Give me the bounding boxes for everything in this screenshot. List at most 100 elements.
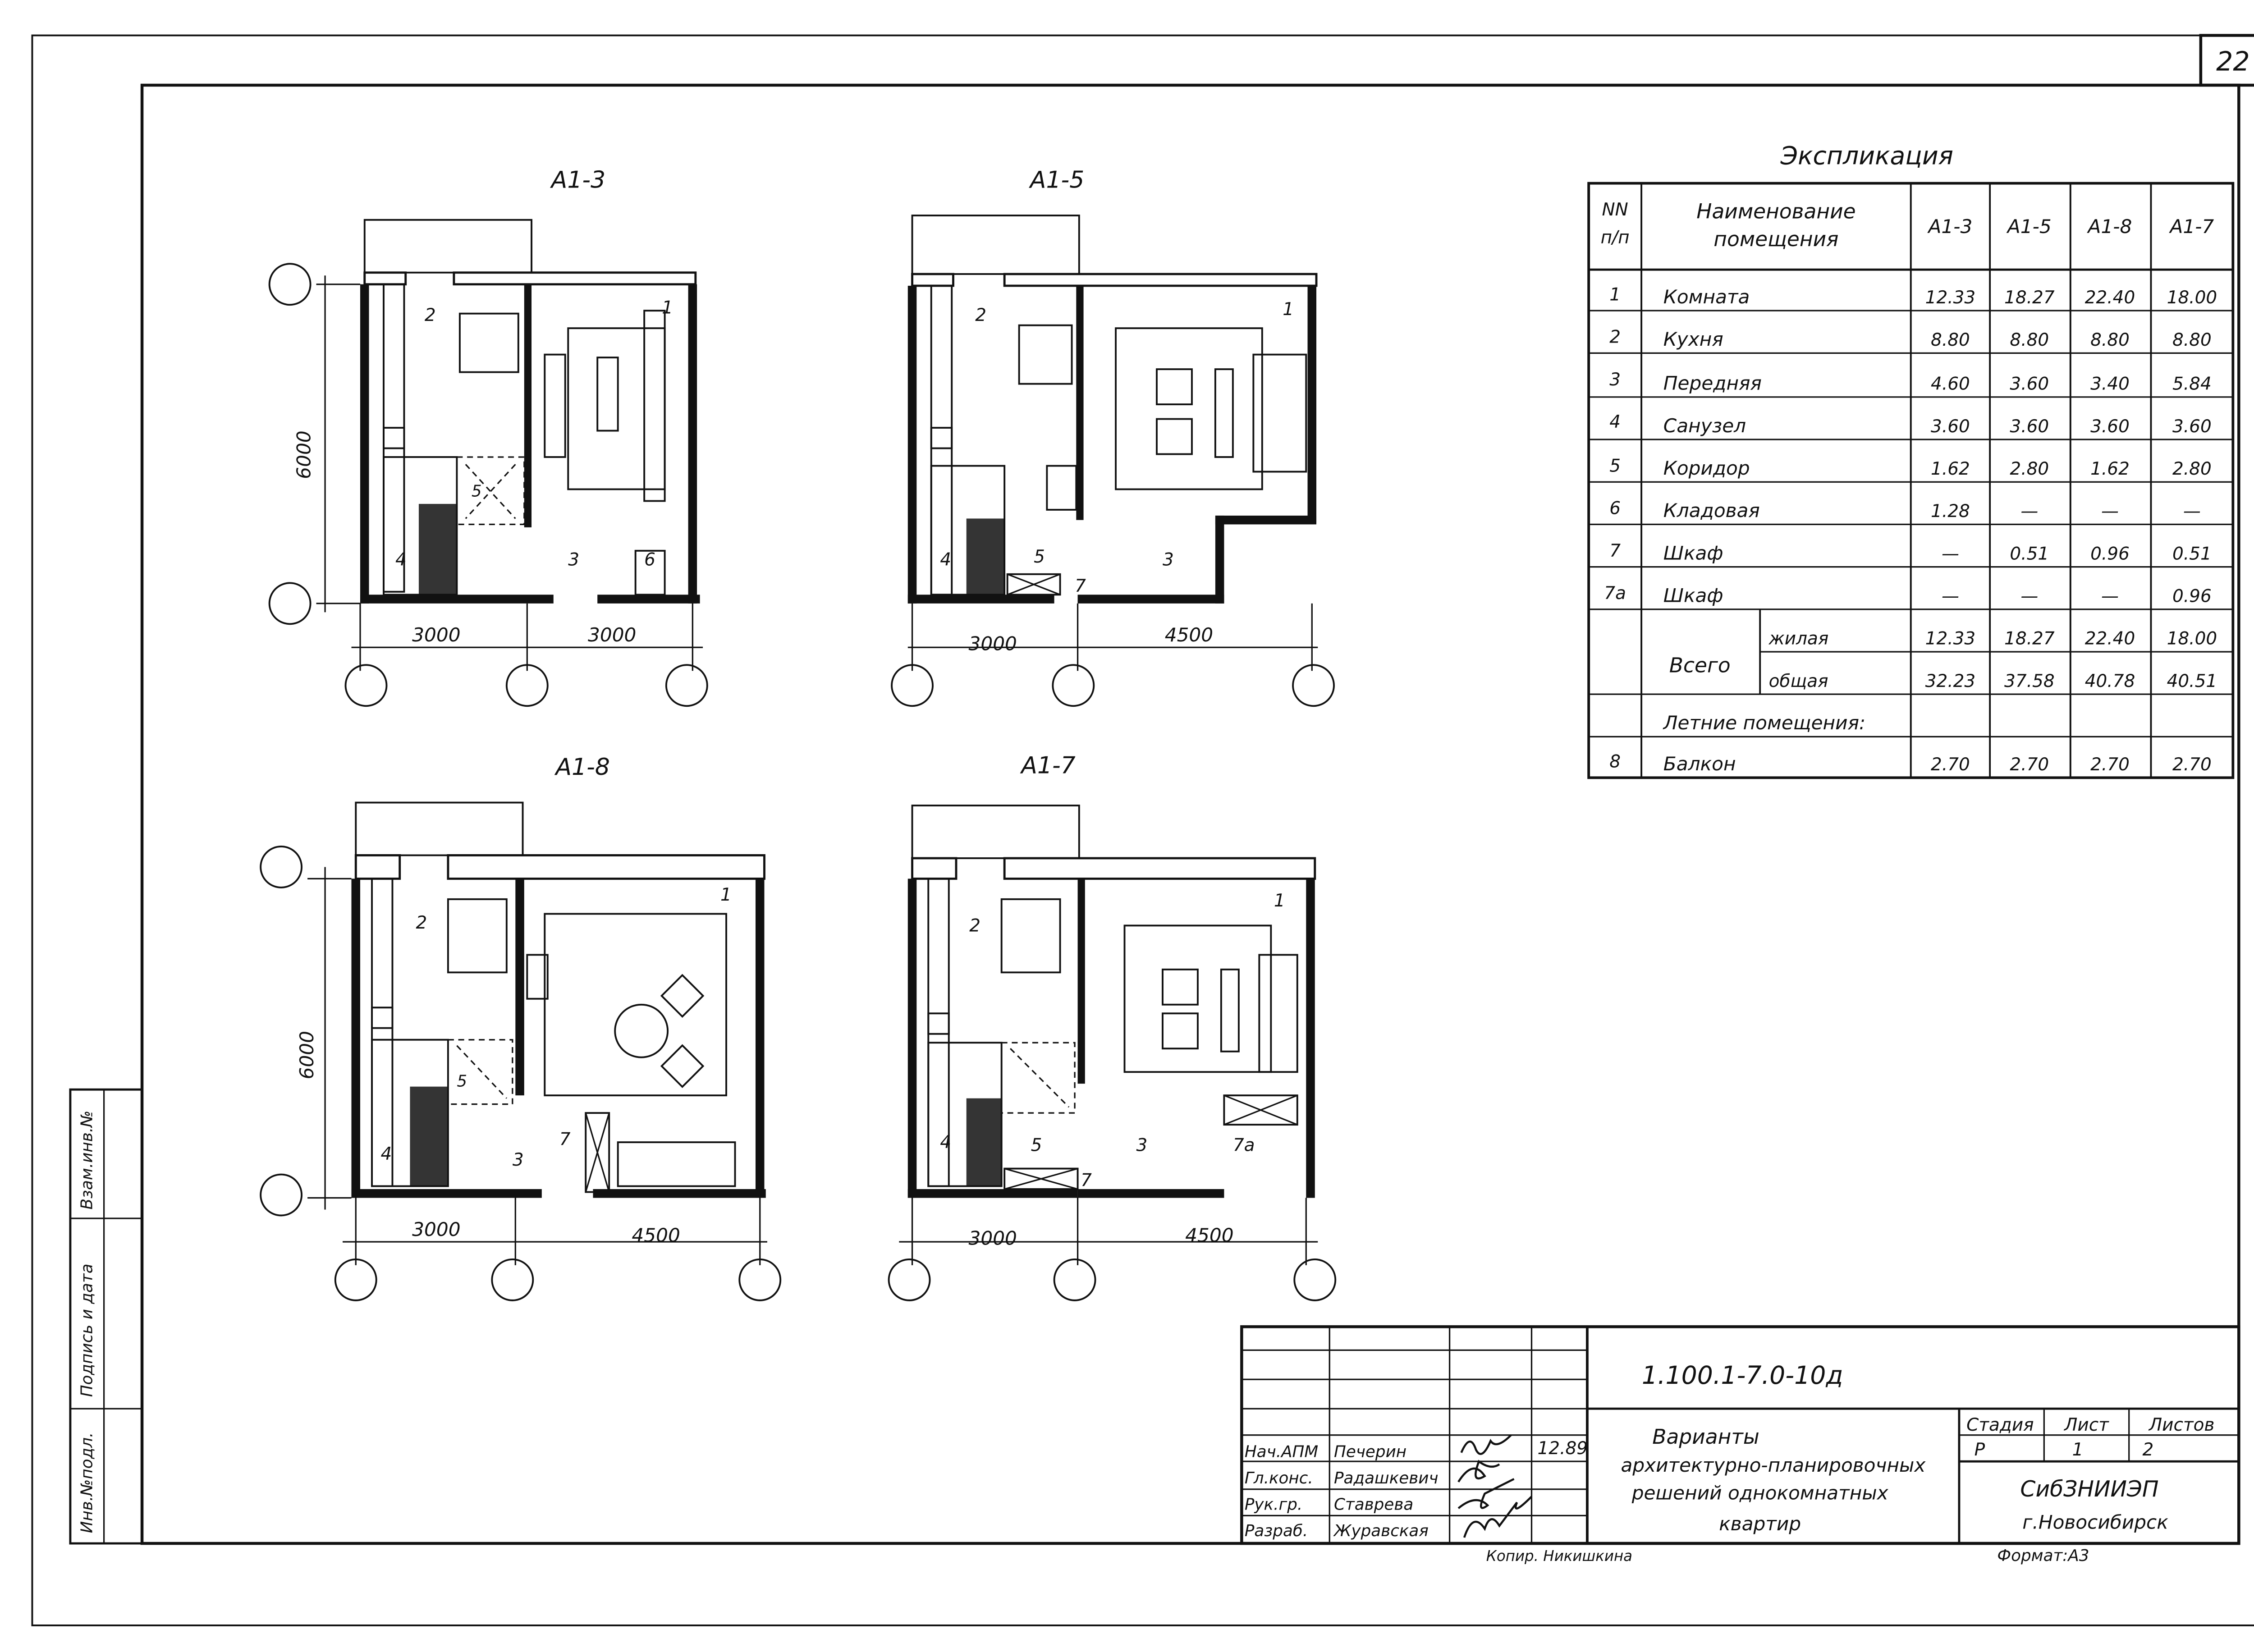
organization: СибЗНИИЭП xyxy=(2020,1477,2158,1502)
svg-text:—: — xyxy=(2183,501,2201,522)
room-3: 3 xyxy=(1136,1135,1148,1156)
table-row: общая 32.23 37.58 40.78 40.51 xyxy=(1769,671,2217,691)
header-num-2: п/п xyxy=(1601,228,1630,248)
side-stamp-inv: Инв.№подл. xyxy=(78,1432,96,1533)
room-7a: 7а xyxy=(1233,1135,1255,1156)
side-stamp-replace: Взам.инв.№ xyxy=(78,1111,96,1210)
svg-text:18.00: 18.00 xyxy=(2167,629,2217,649)
svg-text:—: — xyxy=(2020,586,2038,607)
sheet-number-box xyxy=(2199,34,2254,87)
svg-text:3.60: 3.60 xyxy=(2010,416,2049,437)
svg-text:Шкаф: Шкаф xyxy=(1663,585,1723,607)
header-type-4: А1-7 xyxy=(2168,215,2214,238)
stage-header: Стадия xyxy=(1966,1415,2034,1435)
sheet-value: 1 xyxy=(2072,1440,2084,1460)
room-3: 3 xyxy=(1163,549,1174,570)
city: г.Новосибирск xyxy=(2022,1511,2168,1533)
svg-text:12.33: 12.33 xyxy=(1925,629,1976,649)
svg-text:22.40: 22.40 xyxy=(2085,288,2135,308)
svg-text:0.96: 0.96 xyxy=(2172,586,2212,607)
title-line-4: квартир xyxy=(1719,1513,1801,1535)
dim-h-1: 3000 xyxy=(412,624,460,646)
svg-text:0.51: 0.51 xyxy=(2010,544,2049,564)
table-row: 8 Балкон 2.70 2.70 2.70 2.70 xyxy=(1609,752,2212,775)
svg-text:Кладовая: Кладовая xyxy=(1663,499,1760,522)
plan-label: А1-7 xyxy=(1020,752,1075,779)
plan-a1-3: А1-3 6000 3000 3000 xyxy=(268,166,708,707)
table-row: 4 Санузел 3.60 3.60 3.60 3.60 xyxy=(1609,412,2212,437)
room-7: 7 xyxy=(1081,1171,1092,1191)
title-line-3: решений однокомнатных xyxy=(1631,1482,1889,1504)
svg-text:—: — xyxy=(2101,501,2119,522)
svg-text:3.60: 3.60 xyxy=(2090,416,2130,437)
svg-text:3.60: 3.60 xyxy=(1931,416,1970,437)
table-row: 6 Кладовая 1.28 — — — xyxy=(1609,499,2201,522)
plan-a1-8: А1-8 6000 3000 4500 xyxy=(260,754,782,1301)
paper-format: Формат:А3 xyxy=(1997,1547,2089,1565)
signature-1 xyxy=(1460,1434,1512,1455)
title-block: 1.100.1-7.0-10д Нач.АПМ Гл.конс. Рук.гр.… xyxy=(1240,1325,2240,1565)
svg-text:40.78: 40.78 xyxy=(2085,671,2135,691)
table-row: 7а Шкаф — — — 0.96 xyxy=(1604,583,2211,606)
svg-text:Передняя: Передняя xyxy=(1663,372,1762,394)
svg-text:3: 3 xyxy=(1609,370,1621,390)
header-type-2: А1-5 xyxy=(2006,215,2052,238)
copied-by: Копир. Никишкина xyxy=(1486,1547,1632,1565)
room-1: 1 xyxy=(720,885,732,905)
room-2: 2 xyxy=(975,305,986,325)
svg-text:8.80: 8.80 xyxy=(1931,330,1970,350)
total-label: Всего xyxy=(1669,653,1731,677)
svg-text:8.80: 8.80 xyxy=(2090,330,2130,350)
plan-a1-5: А1-5 3000 4500 1 2 3 xyxy=(891,166,1335,707)
table-row: 7 Шкаф — 0.51 0.96 0.51 xyxy=(1609,541,2212,564)
date: 12.89 xyxy=(1537,1438,1588,1459)
sheet-number: 22 xyxy=(2216,46,2249,77)
room-1: 1 xyxy=(662,298,673,318)
svg-text:3.60: 3.60 xyxy=(2172,416,2212,437)
dim-h-2: 4500 xyxy=(1165,624,1213,646)
sheet-header: Лист xyxy=(2063,1415,2109,1435)
svg-text:1.62: 1.62 xyxy=(2090,459,2130,479)
svg-text:1.62: 1.62 xyxy=(1931,459,1970,479)
svg-text:5.84: 5.84 xyxy=(2172,374,2212,394)
svg-text:—: — xyxy=(1942,544,1959,564)
svg-text:1.28: 1.28 xyxy=(1931,501,1970,522)
svg-text:7а: 7а xyxy=(1604,583,1626,604)
room-2: 2 xyxy=(416,913,427,933)
plan-label: А1-8 xyxy=(554,754,610,781)
table-row: жилая 12.33 18.27 22.40 18.00 xyxy=(1768,629,2217,649)
room-7: 7 xyxy=(1075,576,1086,596)
table-row: 2 Кухня 8.80 8.80 8.80 8.80 xyxy=(1609,327,2212,350)
role-4: Разраб. xyxy=(1245,1522,1308,1540)
svg-text:1: 1 xyxy=(1609,284,1621,305)
role-1: Нач.АПМ xyxy=(1245,1442,1318,1461)
room-2: 2 xyxy=(969,915,980,936)
svg-text:18.27: 18.27 xyxy=(2004,288,2055,308)
header-name-2: помещения xyxy=(1713,227,1838,251)
outer-frame xyxy=(31,34,2254,1626)
room-3: 3 xyxy=(568,549,579,570)
summer-label: Летние помещения: xyxy=(1663,712,1865,734)
room-1: 1 xyxy=(1283,299,1294,320)
svg-text:0.96: 0.96 xyxy=(2090,544,2130,564)
svg-text:2.70: 2.70 xyxy=(2010,755,2049,775)
plan-label: А1-5 xyxy=(1029,166,1084,193)
svg-text:Комната: Комната xyxy=(1663,286,1750,308)
table-row: 3 Передняя 4.60 3.60 3.40 5.84 xyxy=(1609,370,2212,394)
svg-text:Коридор: Коридор xyxy=(1663,457,1750,479)
dim-vertical: 6000 xyxy=(293,430,315,479)
room-5: 5 xyxy=(472,482,482,501)
dim-vertical: 6000 xyxy=(296,1031,318,1079)
room-7: 7 xyxy=(559,1130,571,1150)
plan-a1-7: А1-7 3000 4500 1 2 xyxy=(888,752,1337,1301)
dim-h-1: 3000 xyxy=(968,1227,1017,1249)
plan-label: А1-3 xyxy=(550,166,605,193)
room-4: 4 xyxy=(940,1132,951,1153)
name-4: Журавская xyxy=(1333,1522,1429,1540)
side-stamp: Инв.№подл. Подпись и дата Взам.инв.№ xyxy=(69,1088,143,1545)
svg-text:жилая: жилая xyxy=(1768,629,1829,649)
svg-text:2.70: 2.70 xyxy=(1931,755,1970,775)
table-row: 5 Коридор 1.62 2.80 1.62 2.80 xyxy=(1609,456,2212,479)
svg-text:Балкон: Балкон xyxy=(1663,753,1736,775)
